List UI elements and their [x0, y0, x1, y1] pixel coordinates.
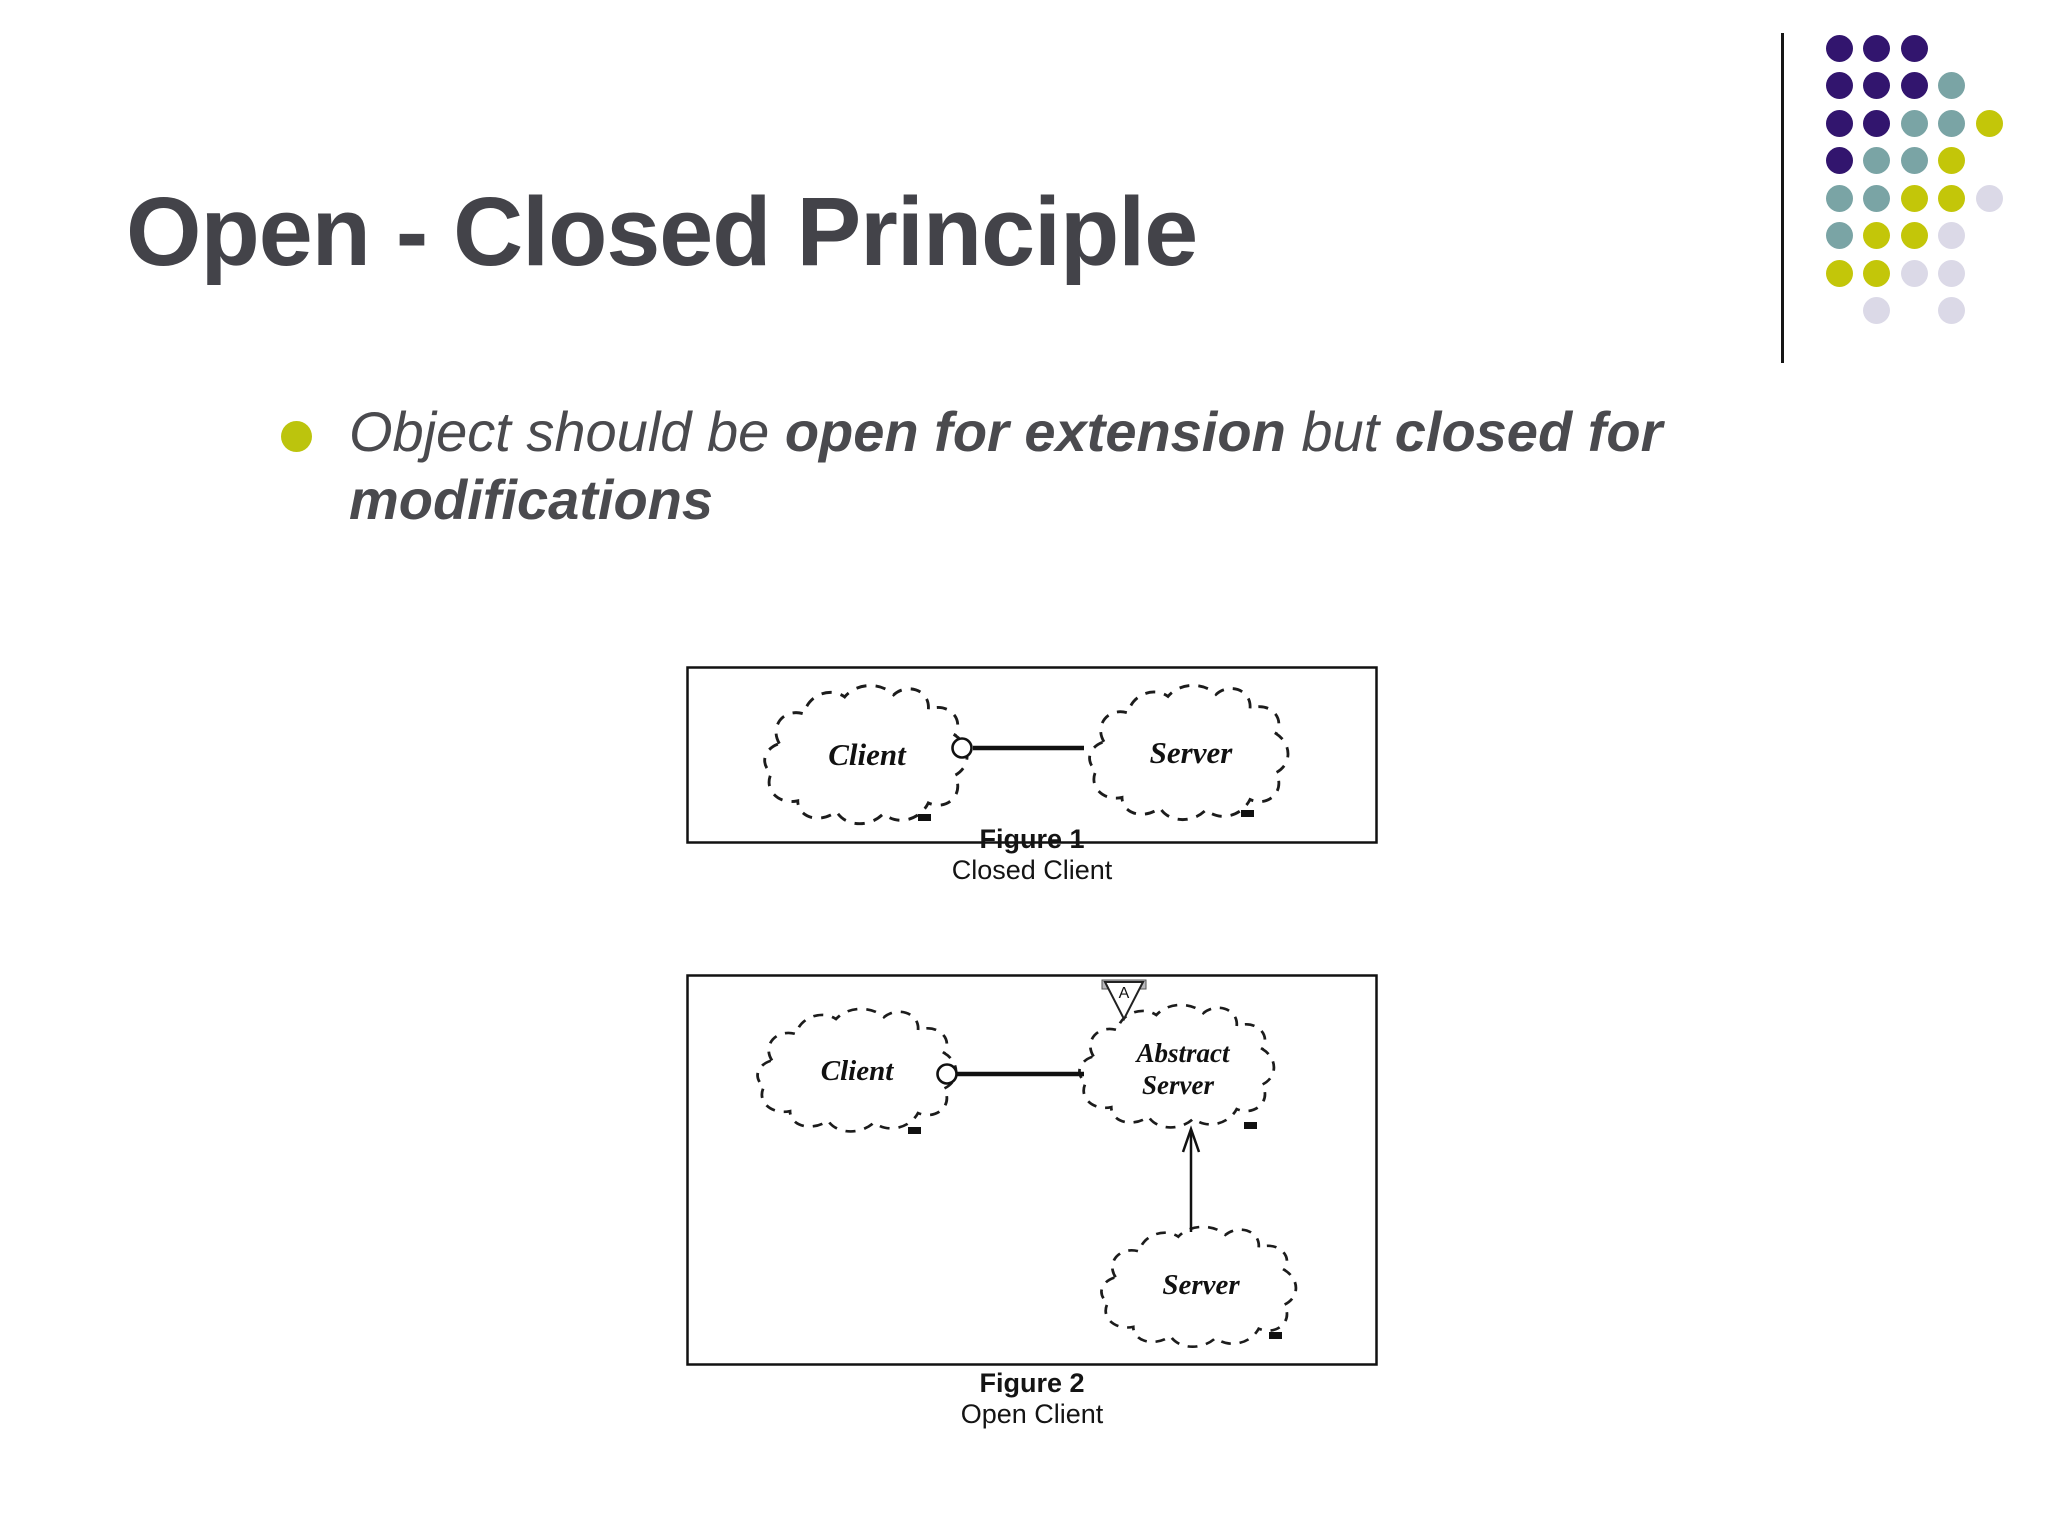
client-cloud-bold-dash	[918, 814, 931, 821]
decor-dot	[1900, 184, 1928, 212]
decor-dot	[1938, 109, 1965, 137]
figure2-caption: Figure 2 Open Client	[686, 1368, 1378, 1430]
abstract-marker-letter: A	[1119, 985, 1130, 1002]
decor-dot	[1938, 72, 1965, 99]
server-cloud-bold-dash	[1241, 810, 1254, 817]
decor-dot	[1863, 109, 1890, 137]
figure2-caption-subtitle: Open Client	[960, 1399, 1104, 1429]
decor-vertical-rule	[1781, 33, 1784, 363]
client-label: Client	[821, 1055, 894, 1087]
decor-dot	[1863, 184, 1890, 212]
client-label: Client	[828, 737, 907, 772]
client-cloud-bold-dash	[908, 1127, 921, 1134]
abstract-server-label-line2: Server	[1142, 1070, 1214, 1100]
decor-dot	[1975, 109, 2003, 137]
inheritance-arrowhead-icon	[1181, 1125, 1201, 1153]
decor-dot	[1863, 297, 1890, 324]
figure2-caption-title: Figure 2	[979, 1368, 1085, 1398]
server-cloud-bold-dash	[1269, 1332, 1282, 1339]
decor-dot	[1825, 222, 1853, 249]
decor-dot	[1863, 222, 1890, 249]
bullet-text-line: Object should be open for extension but …	[349, 400, 1663, 463]
decor-dot	[1938, 147, 1965, 174]
decor-dot	[1938, 259, 1965, 287]
bullet-text: Object should be open for extension but …	[349, 398, 1989, 534]
decor-dot	[1863, 34, 1890, 62]
figure1-caption-subtitle: Closed Client	[951, 855, 1113, 885]
decor-dot	[1825, 184, 1853, 212]
abstract-server-label-line1: Abstract	[1134, 1038, 1231, 1068]
decor-dot	[1900, 72, 1928, 99]
figure2-diagram: A Client Abstract Server Server	[686, 974, 1378, 1366]
decor-dot	[1900, 147, 1928, 174]
decor-dot	[1938, 222, 1965, 249]
decor-dot	[1825, 109, 1853, 137]
bullet-text-line: modifications	[349, 468, 714, 531]
bullet-marker-icon	[281, 421, 312, 452]
decor-dot	[1975, 184, 2003, 212]
figure1-caption-title: Figure 1	[979, 824, 1085, 854]
decor-dot	[1900, 222, 1928, 249]
figure1-caption: Figure 1 Closed Client	[686, 824, 1378, 886]
server-label: Server	[1162, 1269, 1240, 1301]
decor-dot	[1900, 259, 1928, 287]
decor-dot	[1900, 34, 1928, 62]
decor-dot	[1938, 184, 1965, 212]
decor-dot	[1900, 109, 1928, 137]
server-label: Server	[1150, 735, 1234, 770]
decor-dot	[1863, 259, 1890, 287]
decor-dot	[1863, 147, 1890, 174]
interface-lollipop-icon	[936, 1063, 958, 1085]
page-title: Open - Closed Principle	[126, 177, 1198, 286]
decor-dot	[1825, 259, 1853, 287]
abstract-server-cloud-bold-dash	[1244, 1122, 1257, 1129]
decor-dot	[1825, 72, 1853, 99]
decor-dot	[1825, 147, 1853, 174]
decor-dot	[1938, 297, 1965, 324]
decor-dot	[1825, 34, 1853, 62]
abstract-marker-triangle-icon	[1103, 981, 1145, 1022]
figure1-diagram: Client Server	[686, 666, 1378, 844]
interface-lollipop-icon	[951, 737, 973, 759]
decor-dot	[1863, 72, 1890, 99]
